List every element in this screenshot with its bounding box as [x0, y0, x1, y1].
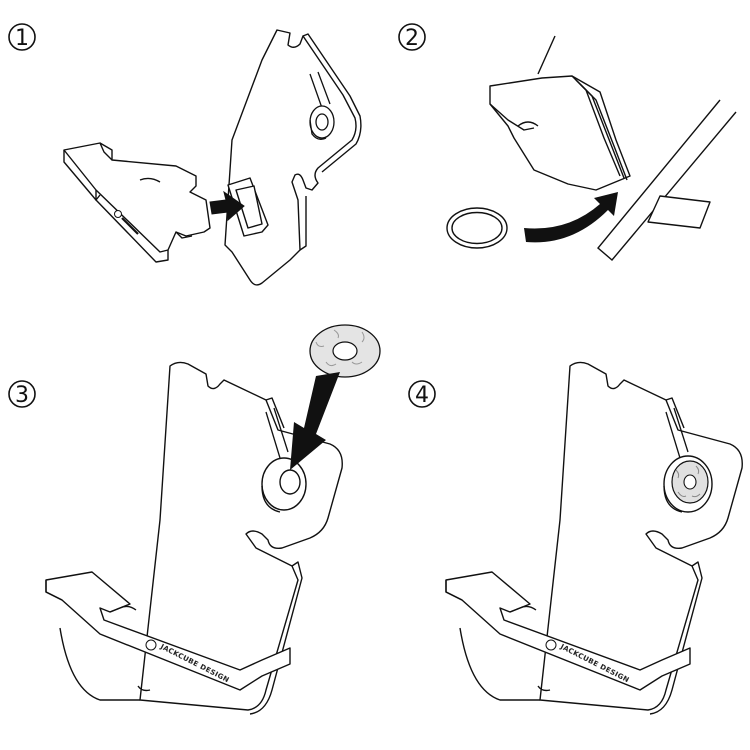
step-3-back-plate: [139, 361, 343, 715]
svg-text:4: 4: [415, 383, 429, 408]
svg-text:1: 1: [15, 26, 29, 51]
step-1-hinge: [309, 71, 335, 140]
step-2-back-plate: [537, 35, 737, 261]
step-4: 4 JACKCU: [408, 361, 743, 715]
svg-text:2: 2: [405, 26, 419, 51]
step-3-adhesive-pad: [309, 324, 381, 378]
step-4-base-ledge: [445, 571, 691, 701]
step-3-number: 3: [8, 380, 36, 408]
step-2-curved-arrow: [524, 192, 618, 243]
step-2: 2: [398, 23, 737, 261]
step-1-base-piece: [63, 142, 211, 263]
step-3-hinge-arm: [265, 407, 289, 459]
step-3: 3 JACKCUBE DESIGN: [8, 324, 381, 715]
step-3-base-ledge: [45, 571, 291, 701]
step-1: 1: [8, 23, 362, 286]
step-3-down-arrow: [290, 372, 340, 470]
step-2-mount-block: [489, 75, 631, 191]
step-2-number: 2: [398, 23, 426, 51]
step-1-number: 1: [8, 23, 36, 51]
step-1-brand-logo: [114, 210, 139, 235]
step-1-back-plate: [224, 29, 362, 286]
step-2-o-ring: [446, 207, 508, 249]
step-2-base: [647, 195, 711, 229]
step-3-mount-pad: [261, 457, 307, 513]
step-1-insert-arrow: [209, 190, 245, 222]
step-4-back-plate: [539, 361, 743, 715]
step-4-hinge-arm: [665, 407, 689, 459]
step-4-mount-pad: [663, 455, 713, 513]
step-4-number: 4: [408, 380, 436, 408]
svg-text:3: 3: [15, 383, 29, 408]
